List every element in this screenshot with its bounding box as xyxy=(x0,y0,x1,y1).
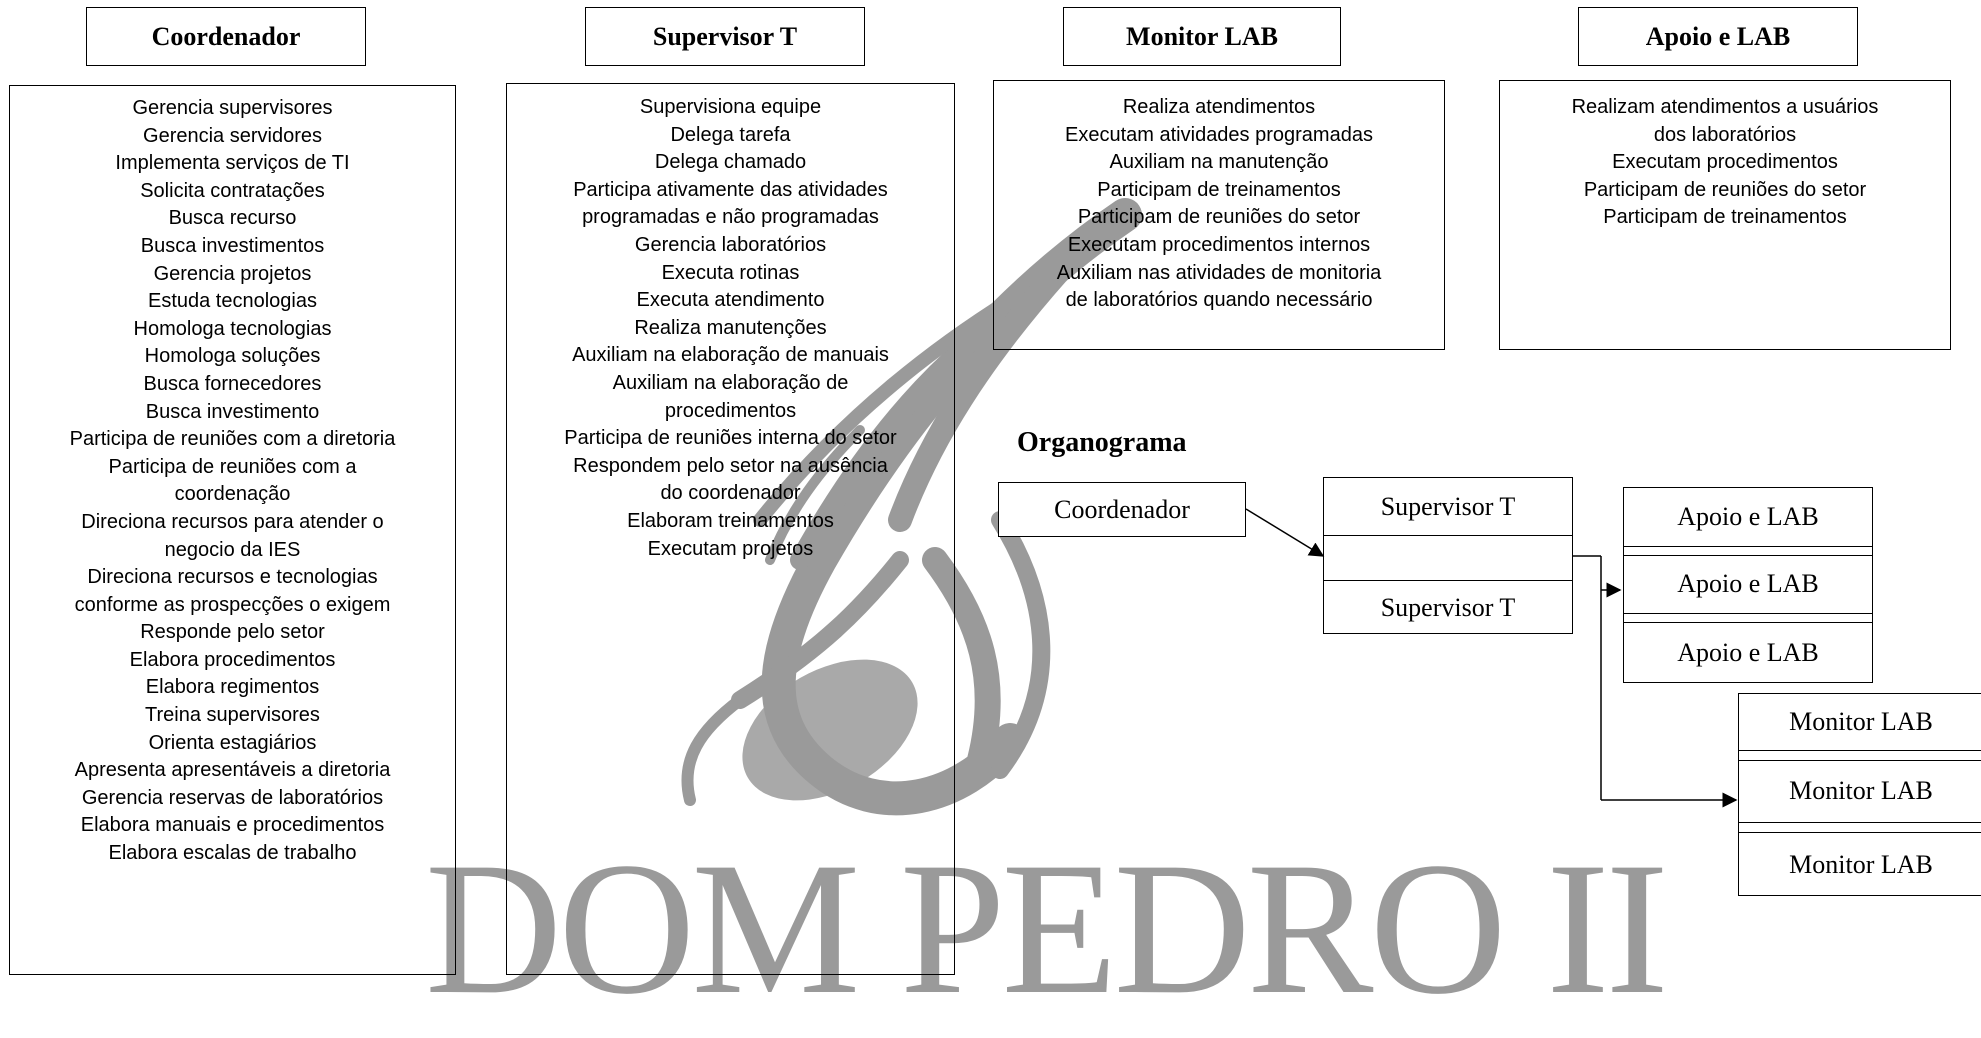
coordenador-item: Homologa tecnologias xyxy=(133,317,332,340)
watermark-feather-logo xyxy=(681,198,1142,816)
apoio-item: Participam de reuniões do setor xyxy=(1583,178,1867,201)
coordenador-item: Participa de reuniões com a diretoria xyxy=(69,428,396,451)
coordenador-item: Solicita contratações xyxy=(140,179,325,202)
coordenador-item: Gerencia projetos xyxy=(153,262,312,285)
organogram-apoio-2: Apoio e LAB xyxy=(1677,569,1819,598)
column-title-coordenador: Coordenador xyxy=(86,7,366,66)
coordenador-item: Estuda tecnologias xyxy=(147,290,317,313)
supervisor-item: Delega chamado xyxy=(654,151,807,174)
organogram-apoio-3: Apoio e LAB xyxy=(1677,638,1819,667)
apoio-item: dos laboratórios xyxy=(1653,123,1797,146)
monitor-item: de laboratórios quando necessário xyxy=(1065,289,1373,312)
coordenador-item: Direciona recursos e tecnologias xyxy=(87,566,378,589)
coordenador-item: Homologa soluções xyxy=(144,345,321,368)
monitor-responsibilities: Realiza atendimentos Executam atividades… xyxy=(993,80,1445,350)
supervisor-item: Executa atendimento xyxy=(636,289,825,312)
supervisor-item: procedimentos xyxy=(664,399,797,422)
apoio-item: Realizam atendimentos a usuários xyxy=(1571,96,1879,118)
organogram-apoio: Apoio e LAB Apoio e LAB Apoio e LAB xyxy=(1623,487,1873,683)
coordenador-item: negocio da IES xyxy=(164,538,301,561)
coordenador-item: Elabora regimentos xyxy=(145,676,320,699)
organogram-monitors: Monitor LAB Monitor LAB Monitor LAB xyxy=(1738,693,1981,896)
monitor-item: Participam de treinamentos xyxy=(1097,178,1341,201)
supervisor-item: Participa de reuniões interna do setor xyxy=(564,427,897,450)
apoio-item: Executam procedimentos xyxy=(1612,151,1838,174)
organogram-monitor-3: Monitor LAB xyxy=(1789,849,1933,879)
organogram-supervisor-1: Supervisor T xyxy=(1380,491,1516,521)
supervisor-item: programadas e não programadas xyxy=(582,206,879,229)
coordenador-item: conforme as prospecções o exigem xyxy=(74,593,391,616)
supervisor-responsibilities: Supervisiona equipe Delega tarefa Delega… xyxy=(506,83,955,975)
monitor-item: Executam atividades programadas xyxy=(1065,123,1373,146)
column-title-supervisor: Supervisor T xyxy=(585,7,865,66)
coordenador-item: Orienta estagiários xyxy=(148,731,317,754)
supervisor-item: Auxiliam na elaboração de manuais xyxy=(572,344,889,367)
supervisor-item: Executa rotinas xyxy=(661,261,800,284)
organogram-connectors xyxy=(1245,508,1738,808)
coordenador-item: Treina supervisores xyxy=(145,704,320,727)
organogram-supervisors: Supervisor T Supervisor T xyxy=(1323,477,1573,634)
organogram-monitor-1: Monitor LAB xyxy=(1789,707,1933,736)
column-title-apoio: Apoio e LAB xyxy=(1578,7,1858,66)
monitor-item: Realiza atendimentos xyxy=(1122,96,1316,118)
coordenador-item: Direciona recursos para atender o xyxy=(81,510,384,533)
supervisor-item: Elaboram treinamentos xyxy=(627,509,834,532)
supervisor-item: do coordenador xyxy=(660,482,801,505)
organogram-monitor-2: Monitor LAB xyxy=(1789,776,1933,805)
monitor-item: Executam procedimentos internos xyxy=(1067,233,1371,256)
organogram-root: Coordenador xyxy=(998,482,1246,537)
supervisor-item: Gerencia laboratórios xyxy=(634,233,827,256)
supervisor-item: Executam projetos xyxy=(647,537,814,560)
coordenador-item: Elabora escalas de trabalho xyxy=(108,842,357,865)
coordenador-item: Responde pelo setor xyxy=(140,621,325,644)
coordenador-item: Busca fornecedores xyxy=(143,372,322,395)
coordenador-item: Elabora manuais e procedimentos xyxy=(80,814,385,837)
coordenador-item: Gerencia reservas de laboratórios xyxy=(81,786,384,809)
supervisor-item: Auxiliam na elaboração de xyxy=(612,371,849,394)
apoio-responsibilities: Realizam atendimentos a usuários dos lab… xyxy=(1499,80,1951,350)
coordenador-item: Gerencia supervisores xyxy=(132,97,333,119)
monitor-item: Auxiliam nas atividades de monitoria xyxy=(1056,261,1382,284)
monitor-item: Auxiliam na manutenção xyxy=(1109,151,1329,174)
coordenador-item: Apresenta apresentáveis a diretoria xyxy=(74,759,391,782)
coordenador-item: Participa de reuniões com a xyxy=(108,455,357,478)
connector-root-supervisor xyxy=(1245,508,1325,557)
coordenador-item: coordenação xyxy=(174,483,291,506)
supervisor-item: Respondem pelo setor na ausência xyxy=(573,454,888,477)
coordenador-item: Busca investimentos xyxy=(140,234,325,257)
supervisor-item: Delega tarefa xyxy=(670,123,791,146)
supervisor-item: Realiza manutenções xyxy=(634,316,827,339)
organogram-heading: Organograma xyxy=(1017,427,1187,458)
coordenador-item: Implementa serviços de TI xyxy=(115,152,350,175)
coordenador-item: Busca recurso xyxy=(168,207,297,230)
coordenador-item: Elabora procedimentos xyxy=(129,648,336,671)
supervisor-item: Supervisiona equipe xyxy=(639,96,822,118)
monitor-item: Participam de reuniões do setor xyxy=(1077,206,1361,229)
supervisor-item: Participa ativamente das atividades xyxy=(573,178,888,201)
column-title-monitor: Monitor LAB xyxy=(1063,7,1341,66)
coordenador-responsibilities: Gerencia supervisores Gerencia servidore… xyxy=(9,85,456,975)
apoio-item: Participam de treinamentos xyxy=(1603,206,1847,229)
coordenador-item: Gerencia servidores xyxy=(143,124,322,147)
organogram-supervisor-2: Supervisor T xyxy=(1380,592,1516,622)
organogram-apoio-1: Apoio e LAB xyxy=(1677,502,1819,531)
organogram-root-label: Coordenador xyxy=(1054,494,1190,524)
coordenador-item: Busca investimento xyxy=(145,400,320,423)
